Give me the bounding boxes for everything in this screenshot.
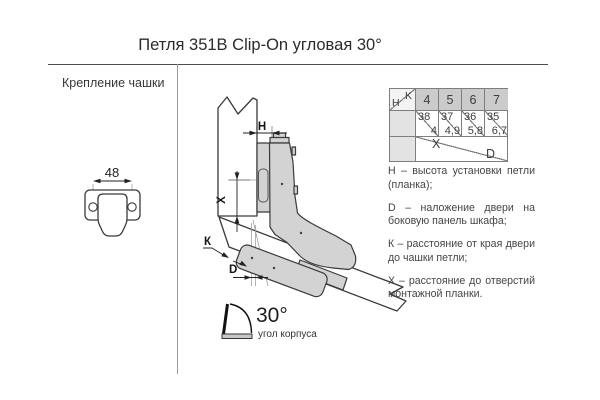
angle-icon-edge [222,303,229,335]
screw-dot [299,231,303,235]
table-corner-cell: K H [390,89,416,111]
horizontal-divider [48,64,548,65]
screw-dot [250,256,254,260]
d-value: 5,8 [467,125,483,137]
x-row-label: X [432,137,441,151]
vertical-divider [177,64,178,374]
h-label: H [258,121,266,133]
body-angle-caption: угол корпуса [258,329,317,340]
d-value: 4 [430,125,437,137]
hinge-cap [269,136,290,144]
k-header-cell: 6 [462,89,485,111]
h-arrow-left [249,130,257,136]
legend-item-x: X – расстояние до отверстий монтажной пл… [388,274,535,301]
k-label: К [204,236,212,248]
corner-h-label: H [392,97,400,109]
hinge-knuckle-lower [293,185,299,195]
x-value: 36 [464,111,477,123]
cup-width-value: 48 [105,165,119,180]
hinge-diagram: H X К D [203,96,407,339]
d-label: D [229,264,237,276]
screw-dot [272,266,276,270]
cup-screw-hole-right [127,202,137,212]
value-pair-cell: 37 4,9 [439,111,462,137]
value-pair-cell: 36 5,8 [462,111,485,137]
page-title: Петля 351B Clip-On угловая 30° [138,36,382,54]
x-value: 37 [441,111,454,123]
x-arrow-top [234,172,240,180]
value-pair-cell: 35 6,7 [485,111,508,137]
cabinet-panel [217,96,258,217]
corner-k-label: K [404,90,412,102]
angle-icon-arc [229,303,253,334]
value-pair-cell: 38 4 [416,111,439,137]
legend-item-h: H – высота установки петли (планка); [388,165,535,191]
cup-dim-arrow-right [124,178,132,184]
d-value: 4,9 [444,125,460,137]
k-arrow-2 [239,260,247,267]
k-arrow-1 [221,252,229,258]
hinge-knuckle-upper [291,146,297,156]
xd-merged-cell: X D [416,137,508,161]
legend: H – высота установки петли (планка); D –… [388,165,535,311]
cup-body [97,193,128,237]
x-label: X [216,196,228,204]
legend-item-d: D – наложение двери на боковую панель шк… [388,201,535,228]
d-arrow-left [244,275,252,280]
k-header-cell: 5 [439,89,462,111]
plate-slot [258,168,269,203]
screw-dot [280,182,284,186]
k-header-cell: 4 [416,89,439,111]
table-side-cell [390,111,416,137]
x-arrow-bottom [234,216,240,224]
spec-table: K H 4 5 6 7 38 4 37 4,9 36 5,8 35 6,7 X … [389,88,508,162]
x-value: 38 [418,111,431,123]
d-arrow-right [255,275,263,280]
body-angle-value: 30° [256,304,288,327]
door-bracket [235,244,328,298]
legend-item-k: К – расстояние от края двери до чашки пе… [388,238,535,264]
k-header-cell: 7 [485,89,508,111]
d-row-label: D [485,147,495,161]
d-value: 6,7 [491,125,507,137]
cup-mounting-heading: Крепление чашки [62,76,165,90]
cup-mounting-drawing: 48 [84,165,141,237]
h-arrow-right [272,130,280,136]
cup-dim-arrow-left [93,178,101,184]
cup-screw-hole-left [88,202,98,212]
x-value: 35 [487,111,500,123]
angle-icon-base [221,333,253,339]
table-side-cell [390,137,416,161]
hinge-body [268,142,357,271]
